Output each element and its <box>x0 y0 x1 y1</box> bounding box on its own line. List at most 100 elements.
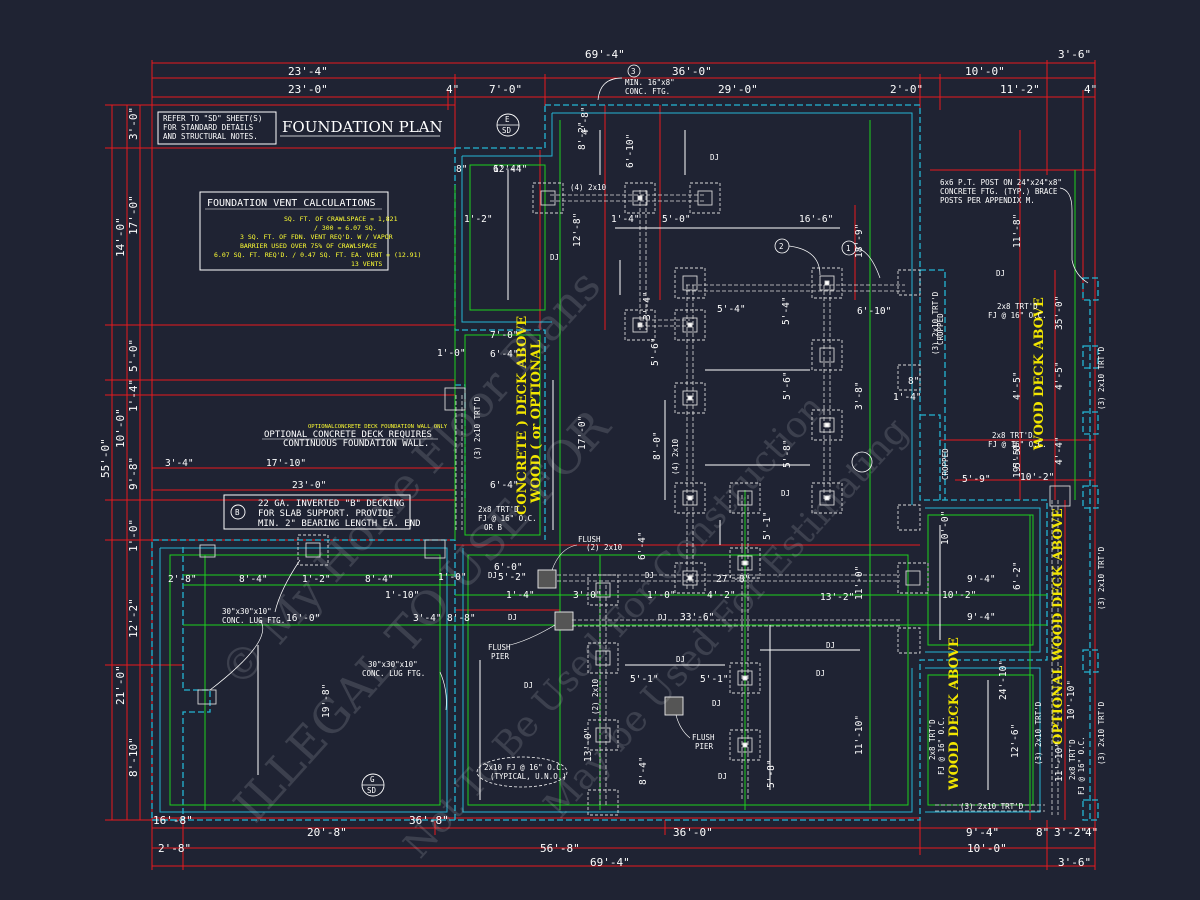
drawing-title: FOUNDATION PLAN <box>282 118 443 136</box>
concrete-deck-label: CONCRETE ) DECK ABOVE <box>515 316 530 515</box>
dim-interior: 6'-10" <box>625 134 636 168</box>
pier <box>897 364 921 391</box>
dj-label: DJ <box>550 253 559 262</box>
beams <box>455 190 1059 815</box>
dim-bottom: 3'-2" <box>1054 826 1087 839</box>
flush-label: FLUSH <box>578 535 601 544</box>
decking-tag: B <box>235 508 240 517</box>
cropped-label: CROPPED <box>941 448 950 480</box>
trtd-label: (3) 2x10 TRT'D <box>473 396 482 460</box>
dim-interior: 5'-9" <box>962 474 991 485</box>
section-tag: G SD <box>361 773 385 797</box>
dim-interior: 1'-4" <box>611 214 640 225</box>
joist-note-line: (TYPICAL, U.N.O.) <box>490 772 567 781</box>
dim-left: 8'-10" <box>127 737 140 777</box>
footing-note-line: CONC. FTG. <box>625 87 670 96</box>
dj-label: DJ <box>996 269 1005 278</box>
dim-left-overall: 55'-0" <box>99 438 112 478</box>
reference-note-line: AND STRUCTURAL NOTES. <box>163 132 258 141</box>
dim-top: 36'-0" <box>672 65 712 78</box>
dim-interior: 8'-8" <box>447 613 476 624</box>
footing-lines <box>169 120 1076 810</box>
pier <box>674 382 706 414</box>
post-note-line: 6x6 P.T. POST ON 24"x24"x8" <box>940 178 1062 187</box>
dim-interior: 5'-8" <box>766 759 777 788</box>
dim-bottom: 10'-0" <box>967 842 1007 855</box>
dim-interior: 2'-8" <box>168 574 197 585</box>
dim-top: 4" <box>446 83 459 96</box>
dim-interior: 8'-4" <box>638 756 649 785</box>
dim-interior: 23'-0" <box>292 480 326 491</box>
dim-bottom: 2'-8" <box>158 842 191 855</box>
pier <box>587 719 619 751</box>
dim-interior: 5'-1" <box>630 674 659 685</box>
or-b-label: OR B <box>484 523 503 532</box>
dim-interior: 10'-2" <box>942 590 976 601</box>
dim-interior: 5'-6" <box>782 371 793 400</box>
dimension-text-top: 69'-4" 3'-6" 23'-4" 36'-0" 10'-0" 23'-0"… <box>288 48 1097 96</box>
dim-left: 14'-0" <box>114 217 127 257</box>
trtd-label: (3) 2x10 TRT'D <box>1034 701 1043 765</box>
vent-calc-line: 6.07 SQ. FT. REQ'D. / 0.47 SQ. FT. EA. V… <box>214 251 421 259</box>
dim-interior: 8" <box>908 376 919 387</box>
dim-interior: 11'-8" <box>1012 214 1023 248</box>
pier <box>199 544 216 558</box>
dim-right-end-top: 3'-6" <box>1058 48 1091 61</box>
dimension-text-bottom: 16'-8" 20'-8" 36'-8" 36'-0" 9'-4" 8" 3'-… <box>153 814 1098 869</box>
dim-interior: 6'-0" <box>494 562 523 573</box>
dim-bottom: 36'-0" <box>673 826 713 839</box>
dim-interior: 7'-0" <box>490 330 519 341</box>
vent-calculation-box: FOUNDATION VENT CALCULATIONS SQ. FT. OF … <box>199 191 421 271</box>
dimension-lines <box>105 60 1096 870</box>
decking-note-line: MIN. 2" BEARING LENGTH EA. END <box>258 519 421 529</box>
dim-interior: 12'-4" <box>493 164 527 175</box>
dim-interior: 24'-10" <box>998 660 1009 700</box>
flush-pier <box>554 611 574 631</box>
trtd-label: (3) 2x10 TRT'D <box>1097 346 1106 410</box>
concrete-deck-note: OPTIONALCONCRETE DECK FOUNDATION WALL ON… <box>262 424 448 449</box>
section-tag-bottom: SD <box>502 126 512 135</box>
dim-interior: 5'-8" <box>782 439 793 468</box>
dim-bottom: 9'-4" <box>966 826 999 839</box>
joist-arrows <box>257 130 989 800</box>
dim-interior: 19'-5" <box>1012 444 1023 478</box>
dimension-text-interior: 6'-4"8"1'-2"1'-4"5'-0"16'-6"12'-8"8'-2"4… <box>165 106 1077 788</box>
pier <box>674 309 706 341</box>
dim-interior: 4'-4" <box>1054 436 1065 465</box>
dj-label: DJ <box>712 699 721 708</box>
lug-note-line: CONC. LUG FTG. <box>362 669 425 678</box>
dim-interior: 1'-0" <box>647 590 676 601</box>
decking-note-box: B 22 GA. INVERTED "B" DECKING FOR SLAB S… <box>223 494 421 530</box>
pier <box>897 269 921 296</box>
pier <box>729 729 761 761</box>
dim-interior: 11'-10" <box>1054 742 1065 782</box>
trtd-label: (3) 2x10 TRT'D <box>960 802 1024 811</box>
wood-deck-bottom-label: WOOD DECK ABOVE <box>947 637 962 791</box>
reference-note-line: FOR STANDARD DETAILS <box>163 123 254 132</box>
dj-label: DJ <box>710 153 719 162</box>
dim-interior: 1'-4" <box>893 392 922 403</box>
flush-pier <box>537 569 557 589</box>
dim-top: 29'-0" <box>718 83 758 96</box>
dj-label: DJ <box>781 489 790 498</box>
vent-calc-line: SQ. FT. OF CRAWLSPACE = 1,821 <box>284 215 398 223</box>
dj-label: DJ <box>508 613 517 622</box>
piers <box>197 182 1071 816</box>
dj-label: DJ <box>676 655 685 664</box>
dim-interior: 6'-4" <box>637 531 648 560</box>
dim-bottom: 36'-8" <box>409 814 449 827</box>
pier <box>532 182 564 214</box>
pier <box>729 662 761 694</box>
dim-interior: 10'-2" <box>1020 472 1054 483</box>
dim-interior: 8'-2" <box>577 121 588 150</box>
dim-interior: 4'-5" <box>1012 371 1023 400</box>
pier <box>729 547 761 579</box>
dim-interior: 3'-4" <box>642 291 653 320</box>
trtd-label: 2x8 TRT'D <box>992 431 1033 440</box>
decking-note-line: 22 GA. INVERTED "B" DECKING <box>258 499 404 509</box>
dim-interior: 5'-4" <box>781 296 792 325</box>
dim-interior: 5'-1" <box>700 674 729 685</box>
wood-optional-label: WOOD ( or OPTIONAL <box>529 340 544 504</box>
flush-pier-label: PIER <box>695 742 714 751</box>
dim-left: 5'-0" <box>127 339 140 372</box>
